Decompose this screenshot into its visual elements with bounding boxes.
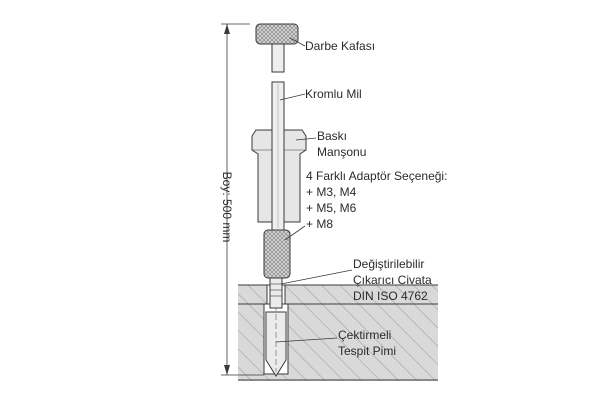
label-line-1: Değiştirilebilir xyxy=(353,257,425,271)
label-line-2: Tespit Pimi xyxy=(338,344,397,358)
adaptor-title: 4 Farklı Adaptör Seçeneği: xyxy=(306,169,448,183)
label-tespit-pimi: Çektirmeli Tespit Pimi xyxy=(338,327,396,359)
leader-darbe-kafasi xyxy=(289,37,306,47)
label-line-1: Çektirmeli xyxy=(338,328,392,342)
adaptor-option-m8: + M8 xyxy=(306,217,334,231)
label-text: Kromlu Mil xyxy=(305,87,362,101)
leader-civata xyxy=(280,269,353,285)
label-line-2: Manşonu xyxy=(317,145,367,159)
label-text: Darbe Kafası xyxy=(305,39,376,53)
dowel-pin xyxy=(265,305,287,377)
leader-pim xyxy=(275,337,338,343)
label-line-3: DIN ISO 4762 xyxy=(353,289,428,303)
extractor-screw xyxy=(269,277,283,309)
length-dimension-line xyxy=(221,23,264,376)
leader-baski-mansonu xyxy=(295,137,317,141)
label-darbe-kafasi: Darbe Kafası xyxy=(305,38,375,54)
label-line-1: Baskı xyxy=(317,129,348,143)
label-baski-mansonu: Baskı Manşonu xyxy=(317,128,366,160)
leader-adaptor xyxy=(284,225,306,241)
length-dimension-text: Boy: 500 mm xyxy=(220,171,234,243)
impact-head xyxy=(255,23,299,73)
leader-kromlu-mil xyxy=(279,93,306,101)
label-kromlu-mil: Kromlu Mil xyxy=(305,86,362,102)
length-dimension-label: Boy: 500 mm xyxy=(219,132,235,282)
label-cikarici-civata: Değiştirilebilir Çıkarıcı Civata DIN ISO… xyxy=(353,256,432,304)
knurled-adapter xyxy=(263,229,291,279)
chrome-shaft xyxy=(271,81,285,231)
leader-lines xyxy=(275,37,353,343)
label-adaptor-options: 4 Farklı Adaptör Seçeneği: + M3, M4 + M5… xyxy=(306,168,447,232)
adaptor-option-m3-m4: + M3, M4 xyxy=(306,185,357,199)
adaptor-option-m5-m6: + M5, M6 xyxy=(306,201,357,215)
label-line-2: Çıkarıcı Civata xyxy=(353,273,432,287)
